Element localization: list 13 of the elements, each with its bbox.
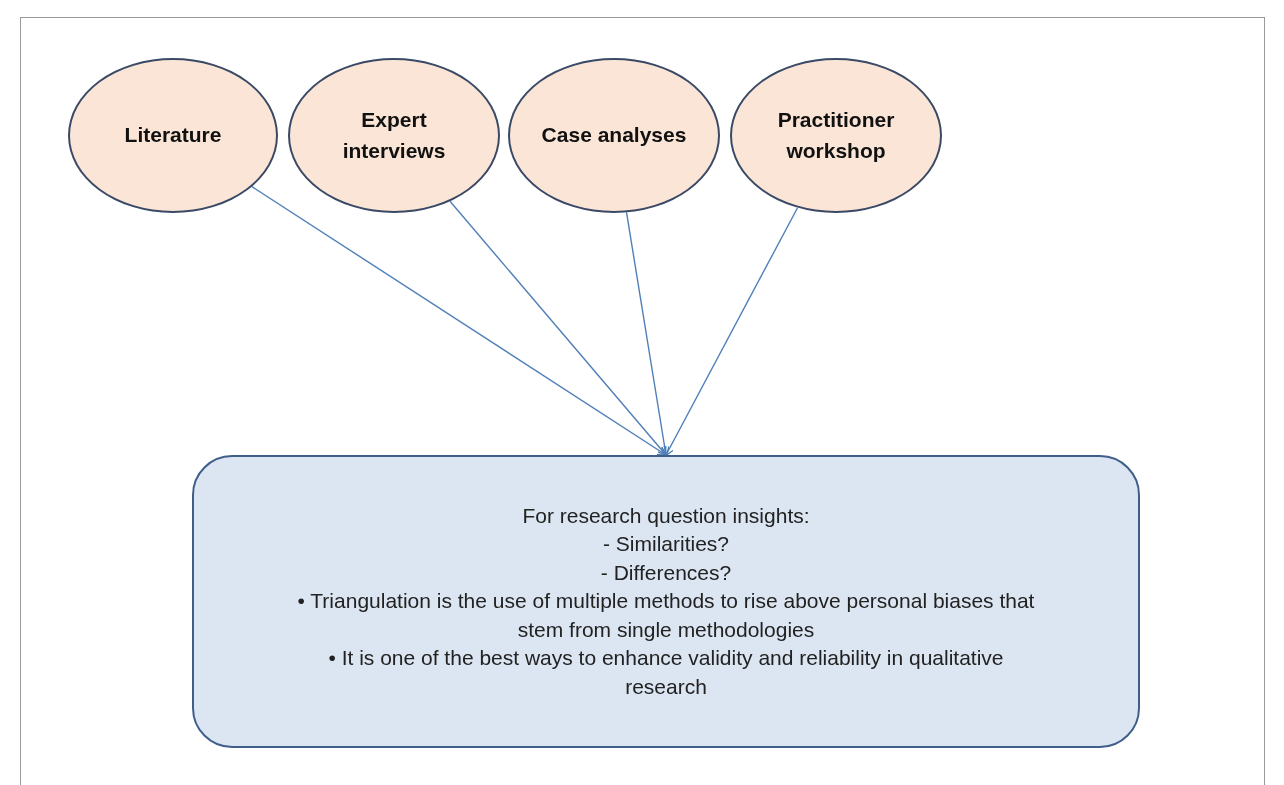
source-label: Case analyses [541,122,687,149]
source-label: Literature [124,122,222,149]
box-item: - Similarities? [603,531,729,558]
arrow [664,207,799,457]
box-heading: For research question insights: [522,502,810,529]
arrow [251,185,668,457]
insights-box [192,455,1140,748]
box-item: • It is one of the best ways to enhance validity and reliability in qualitative research [327,645,1005,700]
box-item: • Triangulation is the use of multiple methods to rise above personal biases that stem from single methodologies [296,588,1036,643]
source-label: Practitioner workshop [776,107,896,164]
box-item: - Differences? [600,559,732,586]
source-label: Expert interviews [341,107,447,164]
arrow [625,211,670,457]
